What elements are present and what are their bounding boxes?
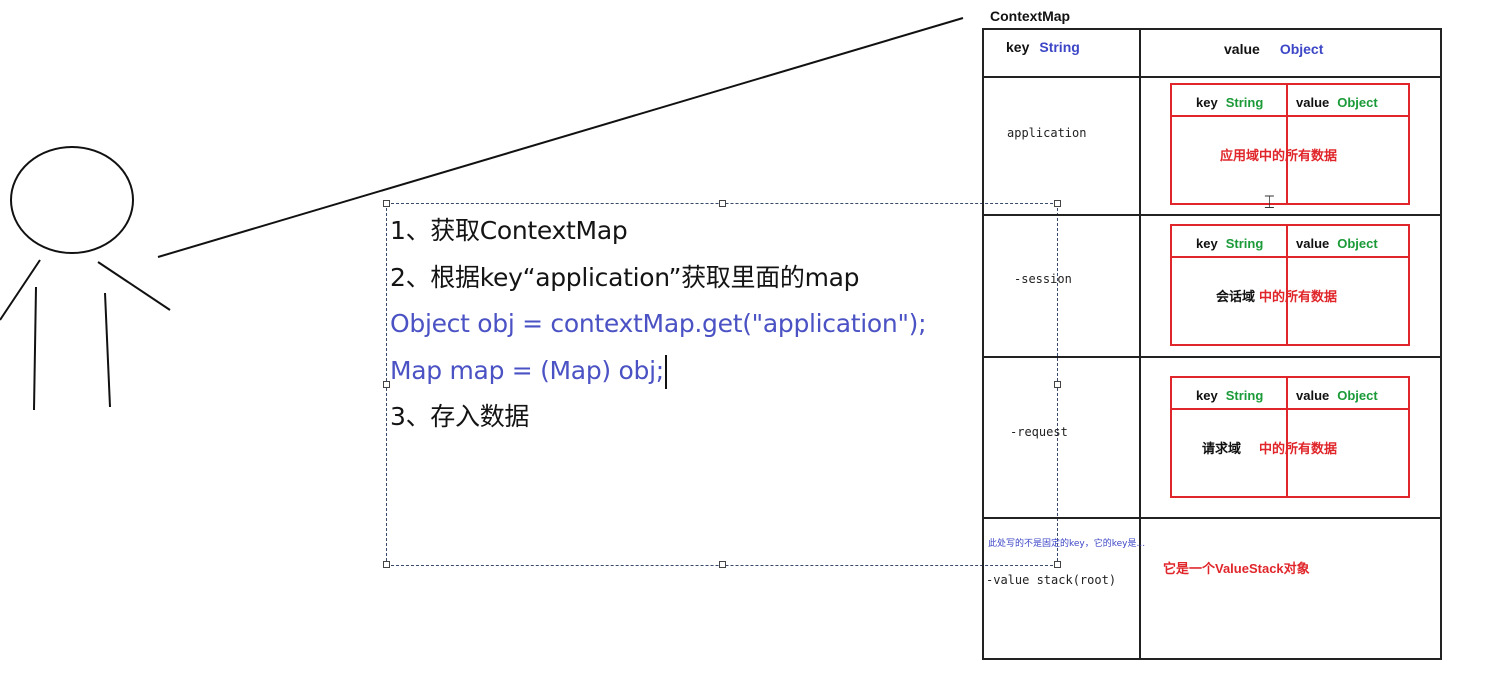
inner-key-type: String xyxy=(1225,95,1264,110)
row-key-application: application xyxy=(1007,126,1087,140)
inner-key-label: key xyxy=(1196,95,1218,110)
inner-description: 请求域 中的所有数据 xyxy=(1202,438,1337,457)
value-stack-description: 它是一个ValueStack对象 xyxy=(1163,561,1310,576)
inner-map-session: key String value Object 会话域中的所有数据 xyxy=(1170,224,1410,346)
resize-handle[interactable] xyxy=(1054,200,1061,207)
row-divider xyxy=(984,356,1440,358)
header-key-type: String xyxy=(1039,39,1080,55)
inner-key-header: key String xyxy=(1196,95,1263,110)
inner-map-application: key String value Object 应用域中的所有数据 xyxy=(1170,83,1410,205)
row-divider xyxy=(984,214,1440,216)
inner-desc-black: 会话域 xyxy=(1216,289,1256,304)
resize-handle[interactable] xyxy=(1054,561,1061,568)
row-key-request: -request xyxy=(1010,425,1068,439)
inner-key-header: key String xyxy=(1196,388,1263,403)
inner-map-request: key String value Object 请求域 中的所有数据 xyxy=(1170,376,1410,498)
row-key-session: -session xyxy=(1014,272,1072,286)
key-note: 此处写的不是固定的key，它的key是... xyxy=(988,539,1146,549)
header-key: key String xyxy=(1006,39,1080,55)
inner-row-divider xyxy=(1172,256,1408,258)
inner-key-type: String xyxy=(1225,236,1264,251)
step-3-text: 3、存入数据 xyxy=(390,402,530,431)
inner-value-header: value Object xyxy=(1296,95,1378,110)
resize-handle[interactable] xyxy=(719,200,726,207)
inner-desc-red: 应用域中的所有数据 xyxy=(1220,148,1338,163)
inner-desc-black: 请求域 xyxy=(1202,441,1242,456)
inner-row-divider xyxy=(1172,115,1408,117)
header-value-type: Object xyxy=(1279,41,1324,57)
inner-key-header: key String xyxy=(1196,236,1263,251)
figure-head xyxy=(10,146,134,254)
text-box-frame[interactable] xyxy=(383,200,1061,568)
inner-value-label: value xyxy=(1296,388,1330,403)
inner-description: 会话域中的所有数据 xyxy=(1216,286,1337,305)
header-value: value Object xyxy=(1224,41,1323,57)
context-map-title: ContextMap xyxy=(990,8,1071,24)
text-box-content[interactable]: 1、获取ContextMap 2、根据key“application”获取里面的… xyxy=(390,211,927,444)
resize-handle[interactable] xyxy=(1054,381,1061,388)
inner-value-header: value Object xyxy=(1296,236,1378,251)
figure-arm-left xyxy=(0,259,41,321)
inner-column-divider xyxy=(1286,85,1288,203)
inner-desc-red: 中的所有数据 xyxy=(1259,289,1338,304)
header-key-label: key xyxy=(1006,39,1030,55)
inner-description: 应用域中的所有数据 xyxy=(1220,145,1337,164)
inner-value-type: Object xyxy=(1337,388,1378,403)
inner-value-label: value xyxy=(1296,95,1330,110)
row-key-value-stack: -value stack(root) xyxy=(986,573,1117,587)
step-1-text: 1、获取ContextMap xyxy=(390,216,628,245)
row-divider xyxy=(984,517,1440,519)
code-line-get: Object obj = contextMap.get("application… xyxy=(390,309,927,338)
inner-column-divider xyxy=(1286,378,1288,496)
text-cursor-ibeam-icon: ⌶ xyxy=(1264,192,1275,213)
resize-handle[interactable] xyxy=(719,561,726,568)
code-line-cast-text: Map map = (Map) obj; xyxy=(390,355,664,385)
figure-leg-right xyxy=(104,292,111,408)
inner-key-type: String xyxy=(1225,388,1264,403)
inner-value-header: value Object xyxy=(1296,388,1378,403)
inner-key-label: key xyxy=(1196,236,1218,251)
inner-value-label: value xyxy=(1296,236,1330,251)
inner-value-type: Object xyxy=(1337,95,1378,110)
step-2-text: 2、根据key“application”获取里面的map xyxy=(390,262,860,292)
resize-handle[interactable] xyxy=(383,200,390,207)
header-value-label: value xyxy=(1224,41,1260,57)
text-cursor xyxy=(664,354,667,389)
figure-arm-right xyxy=(97,261,171,311)
figure-leg-left xyxy=(33,286,37,411)
inner-key-label: key xyxy=(1196,388,1218,403)
inner-value-type: Object xyxy=(1337,236,1378,251)
inner-column-divider xyxy=(1286,226,1288,344)
row-divider xyxy=(984,76,1440,78)
resize-handle[interactable] xyxy=(383,381,390,388)
column-divider xyxy=(1139,30,1141,658)
inner-row-divider xyxy=(1172,408,1408,410)
resize-handle[interactable] xyxy=(383,561,390,568)
inner-desc-red: 中的所有数据 xyxy=(1259,441,1338,456)
code-line-cast: Map map = (Map) obj; xyxy=(390,351,926,398)
